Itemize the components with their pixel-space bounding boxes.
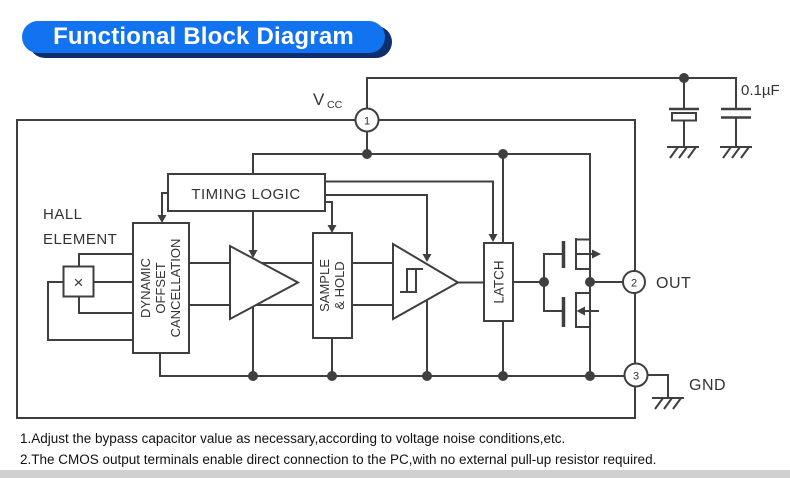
bottom-divider-strip [0, 470, 790, 478]
latch-block [483, 242, 514, 322]
vcc-label: V [313, 90, 325, 109]
timing-to-doc-wire [161, 192, 168, 216]
vcc-rail [252, 153, 591, 282]
sample-hold-block [312, 232, 353, 339]
sample-hold-label-line2: & HOLD [332, 261, 347, 309]
hall-wire-left [47, 281, 133, 341]
section-title: Functional Block Diagram [53, 23, 354, 50]
sh-to-schmitt-signals [352, 262, 393, 306]
pin-2: 2 [622, 270, 646, 294]
junction-dots [248, 73, 689, 381]
pin2-number: 2 [631, 278, 637, 290]
doc-label-line2: OFFSET [153, 262, 168, 313]
timing-to-latch-wire [325, 180, 494, 235]
latch-label: LATCH [492, 260, 507, 303]
ground-symbol-cap2 [720, 146, 752, 159]
ic-boundary-box [16, 119, 636, 419]
pmos-transistor [543, 238, 601, 312]
pin-3: 3 [623, 362, 649, 388]
hall-wire-top [78, 253, 133, 267]
wires [47, 77, 737, 398]
pin3-number: 3 [633, 371, 639, 383]
timing-to-schmitt-wire [325, 194, 428, 255]
ground-symbol-pin3 [652, 397, 684, 410]
vcc-label-subscript: CC [327, 99, 343, 111]
pin3-to-gnd-wire [647, 374, 669, 398]
timing-logic-label: TIMING LOGIC [191, 186, 300, 203]
hall-label-line1: HALL [43, 206, 83, 223]
pin-1: 1 [354, 107, 380, 133]
ground-symbol-cap1 [667, 146, 699, 159]
timing-to-sh-wire [325, 201, 333, 226]
capacitor-value-label: 0.1µF [741, 82, 780, 99]
clock-arrows [157, 215, 498, 262]
doc-label-line3: CANCELLATION [168, 239, 183, 338]
doc-label-line1: DYNAMIC [138, 258, 153, 318]
bypass-capacitor-ceramic [721, 107, 751, 119]
bypass-capacitor-polarized [669, 107, 699, 122]
hall-element-box [62, 265, 95, 298]
hall-multiply-icon: × [74, 273, 84, 292]
sample-hold-label-line1: SAMPLE [317, 259, 332, 312]
gnd-rail [159, 353, 625, 377]
section-title-banner: Functional Block Diagram [22, 21, 385, 53]
dynamic-offset-cancellation-block [132, 222, 190, 354]
footnote-1: 1.Adjust the bypass capacitor value as n… [20, 431, 566, 446]
out-label: OUT [656, 275, 691, 292]
timing-logic-block [167, 173, 326, 212]
amplifier-symbol [229, 244, 301, 321]
hall-label-line2: ELEMENT [43, 231, 117, 248]
hall-wire-bottom [78, 296, 133, 314]
schmitt-trigger-symbol [392, 242, 461, 321]
gnd-label: GND [689, 377, 726, 394]
vcc-top-wire [366, 77, 737, 109]
nmos-transistor [561, 292, 599, 328]
pin1-number: 1 [364, 116, 370, 128]
hysteresis-icon [400, 268, 423, 293]
footnote-2: 2.The CMOS output terminals enable direc… [20, 452, 657, 467]
